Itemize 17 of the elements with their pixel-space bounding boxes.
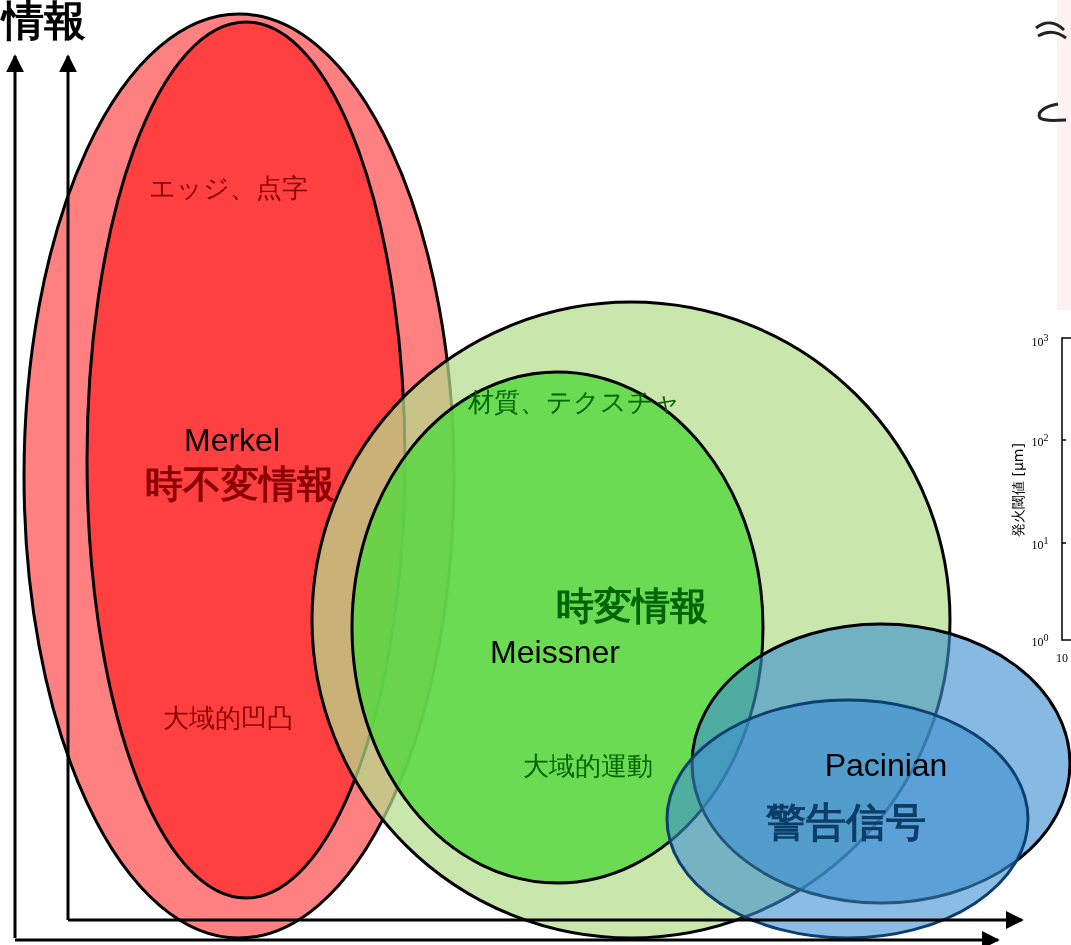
category-label: 警告信号 [766,802,926,842]
tick-label: 10 [1056,652,1068,664]
receptor-label: Pacinian [824,749,948,781]
receptor-label: Meissner [490,636,620,668]
tick-label: 10$^{0}$ [1031,632,1049,648]
tick-label: 10$^{1}$ [1031,535,1049,551]
title: 情報 [2,0,86,42]
category-label: 時変情報 [556,587,708,625]
region-label: 大域的凹凸 [163,705,293,731]
category-label: 時不変情報 [145,465,335,503]
region-label: 材質、テクスチャ [467,389,681,415]
axis-label: 発火閾値 [μm] [1011,443,1025,537]
region-label: 大域的運動 [523,753,653,779]
tick-label: 10$^{3}$ [1031,332,1049,348]
region-label: エッジ、点字 [148,175,308,201]
receptor-label: Merkel [184,424,280,456]
tick-label: 10$^{2}$ [1031,432,1049,448]
